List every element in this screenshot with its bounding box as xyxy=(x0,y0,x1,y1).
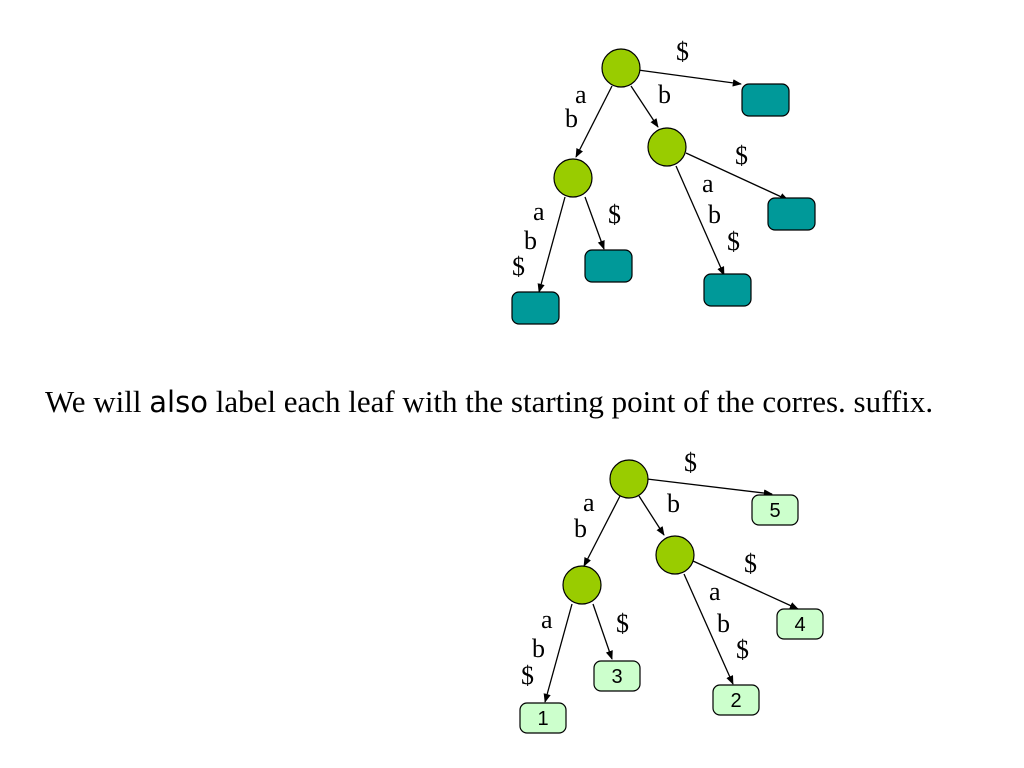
edge-label: b xyxy=(532,634,545,663)
caption-before: We will xyxy=(45,384,150,419)
edge-label: a xyxy=(709,577,721,606)
edge-label: a xyxy=(533,197,545,226)
leaf-right xyxy=(767,197,816,231)
right-internal-node xyxy=(647,127,687,167)
left-internal-node xyxy=(562,565,602,605)
edge-label: a xyxy=(541,605,553,634)
leaf-root xyxy=(741,83,790,117)
leaf-label: 3 xyxy=(611,666,622,688)
edge-left-to-leaf xyxy=(584,196,605,250)
edge-root-to-right xyxy=(638,495,665,536)
edge-label: $ xyxy=(616,609,629,638)
edge-label: $ xyxy=(684,448,697,477)
leaf-label: 4 xyxy=(794,614,805,636)
leaf-right: 4 xyxy=(776,608,824,640)
caption-after: label each leaf with the starting point … xyxy=(207,384,934,419)
right-internal-node xyxy=(655,535,695,575)
leaf-left-lower: 1 xyxy=(519,702,567,734)
edge-right-to-leaf xyxy=(692,560,799,610)
leaf-left: 3 xyxy=(593,660,641,692)
edge-left-to-leaf xyxy=(592,603,613,660)
edge-label: b xyxy=(708,200,721,229)
edge-label: b xyxy=(565,104,578,133)
leaf-label: 2 xyxy=(730,690,741,712)
edge-label: $ xyxy=(735,141,748,170)
edge-label: $ xyxy=(744,549,757,578)
leaf-label: 1 xyxy=(537,708,548,730)
edge-root-to-left xyxy=(575,85,613,158)
edge-right-to-leaf xyxy=(685,152,789,201)
caption-emphasis: also xyxy=(149,385,208,419)
edge-label: $ xyxy=(676,37,689,66)
leaf-right-lower xyxy=(703,273,752,307)
edge-label: $ xyxy=(736,635,749,664)
left-internal-node xyxy=(553,158,593,198)
edge-label: $ xyxy=(727,227,740,256)
leaf-left xyxy=(584,249,633,283)
edge-label: b xyxy=(658,80,671,109)
edge-label: a xyxy=(583,488,595,517)
caption-text: We will also label each leaf with the st… xyxy=(45,383,1005,421)
edge-label: b xyxy=(717,609,730,638)
edge-right-to-lower xyxy=(675,165,725,276)
edge-label: $ xyxy=(521,661,534,690)
leaf-left-lower xyxy=(511,291,560,325)
tree-top: $ a b b $ a b $ $ a b $ xyxy=(511,37,816,325)
edge-label: a xyxy=(575,80,587,109)
edge-root-to-leaf xyxy=(637,69,742,87)
edge-label: b xyxy=(574,514,587,543)
edge-left-to-lower xyxy=(543,603,573,703)
tree-bottom: 5 4 2 3 1 $ a b b $ a xyxy=(519,448,824,734)
leaf-root: 5 xyxy=(751,494,799,526)
edge-label: b xyxy=(524,226,537,255)
leaf-label: 5 xyxy=(769,500,780,522)
root-node xyxy=(609,459,649,499)
edge-label: $ xyxy=(512,252,525,281)
edge-label: b xyxy=(667,489,680,518)
leaf-right-lower: 2 xyxy=(712,684,760,716)
edge-right-to-lower xyxy=(683,573,734,685)
edge-root-to-leaf xyxy=(646,478,773,497)
edge-left-to-lower xyxy=(537,196,566,293)
root-node xyxy=(601,48,641,88)
edge-root-to-left xyxy=(583,495,621,567)
edge-root-to-right xyxy=(630,85,659,128)
edge-label: $ xyxy=(608,200,621,229)
edge-label: a xyxy=(702,169,714,198)
